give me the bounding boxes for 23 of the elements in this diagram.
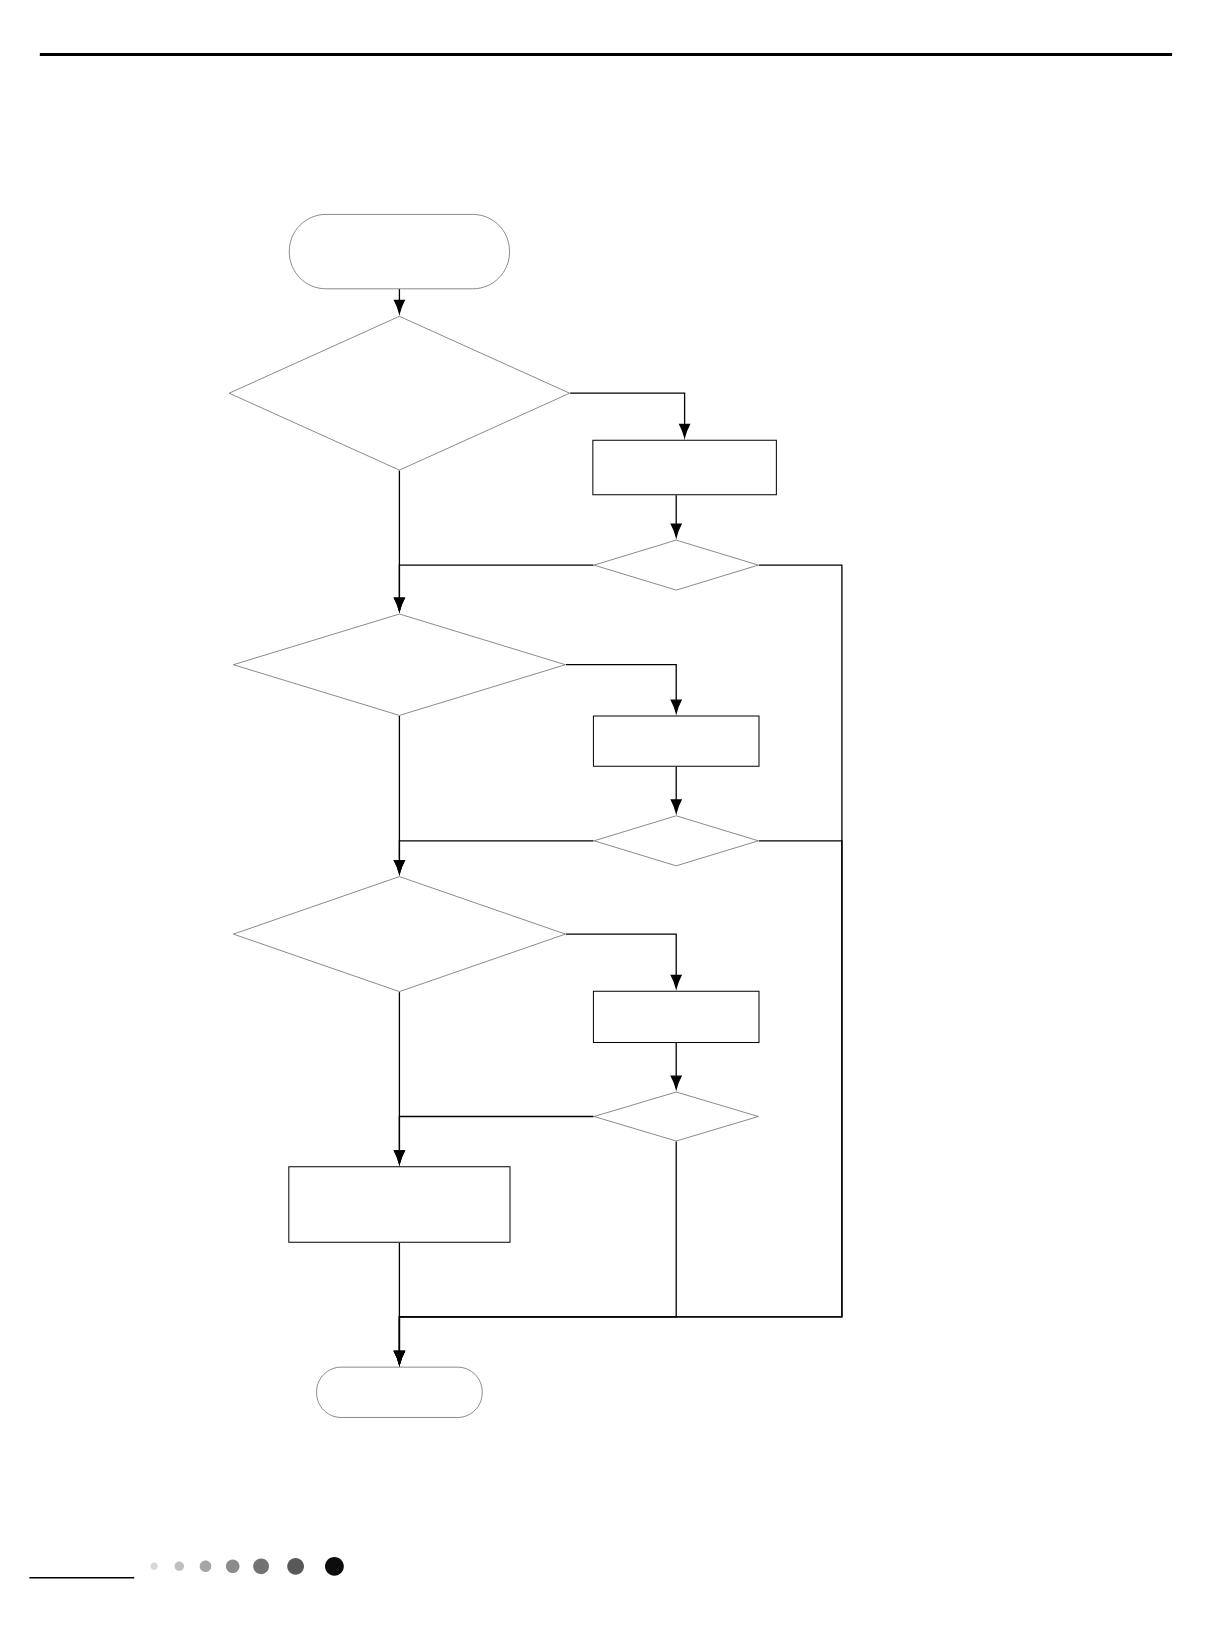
- process-box: [592, 715, 760, 767]
- arrow: [565, 933, 682, 989]
- arrow: [670, 1042, 682, 1090]
- arrow: [393, 1242, 405, 1365]
- arrow: [393, 1115, 595, 1165]
- arrow: [670, 494, 682, 538]
- arrow: [393, 288, 405, 314]
- process-box: [592, 439, 777, 496]
- terminal-box: [316, 1366, 483, 1418]
- arrow: [393, 564, 595, 612]
- process-box: [288, 1166, 511, 1243]
- decision-diamond: [593, 1091, 759, 1142]
- decision-diamond: [228, 315, 570, 471]
- decision-diamond: [233, 613, 566, 716]
- process-box: [592, 990, 760, 1044]
- decision-diamond: [593, 815, 759, 867]
- arrow: [393, 840, 595, 875]
- decision-diamond: [233, 876, 566, 992]
- terminal-box: [288, 214, 510, 290]
- arrow: [569, 392, 691, 438]
- arrow: [565, 664, 682, 714]
- decision-diamond: [593, 539, 759, 591]
- arrow: [670, 766, 682, 814]
